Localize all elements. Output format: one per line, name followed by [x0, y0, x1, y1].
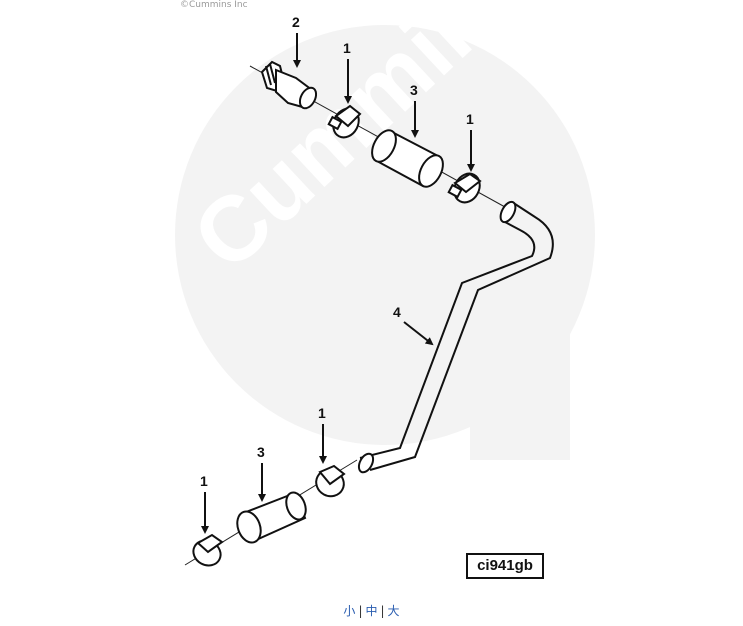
size-separator: |	[380, 604, 385, 618]
size-link-medium[interactable]: 中	[365, 604, 378, 618]
part-3-hose-bottom	[236, 491, 307, 544]
clamp-1-bottom-b	[192, 533, 224, 567]
part-2-fitting	[260, 60, 318, 110]
size-link-large[interactable]: 大	[387, 604, 400, 618]
callout-label: 3	[410, 82, 418, 98]
part-3-hose-top	[371, 129, 444, 188]
image-size-links: 小|中|大	[0, 602, 743, 619]
callout-label: 1	[466, 111, 474, 127]
callout-label: 1	[343, 40, 351, 56]
size-separator: |	[358, 604, 363, 618]
copyright-text: ©Cummins Inc	[180, 0, 248, 10]
callouts: 2 1 3 1 4 1 3 1	[200, 14, 475, 534]
callout-label: 1	[200, 473, 208, 489]
size-link-small[interactable]: 小	[343, 604, 356, 618]
clamp-1-top-a	[327, 104, 362, 139]
figure-id-label: ci941gb	[466, 553, 544, 579]
part-4-tube	[357, 200, 554, 474]
clamp-1-top-b	[447, 172, 482, 204]
clamp-1-bottom-a	[315, 464, 346, 498]
watermark: Cummins	[174, 0, 595, 460]
callout-label: 4	[393, 304, 401, 320]
callout-label: 1	[318, 405, 326, 421]
callout-label: 2	[292, 14, 300, 30]
callout-label: 3	[257, 444, 265, 460]
